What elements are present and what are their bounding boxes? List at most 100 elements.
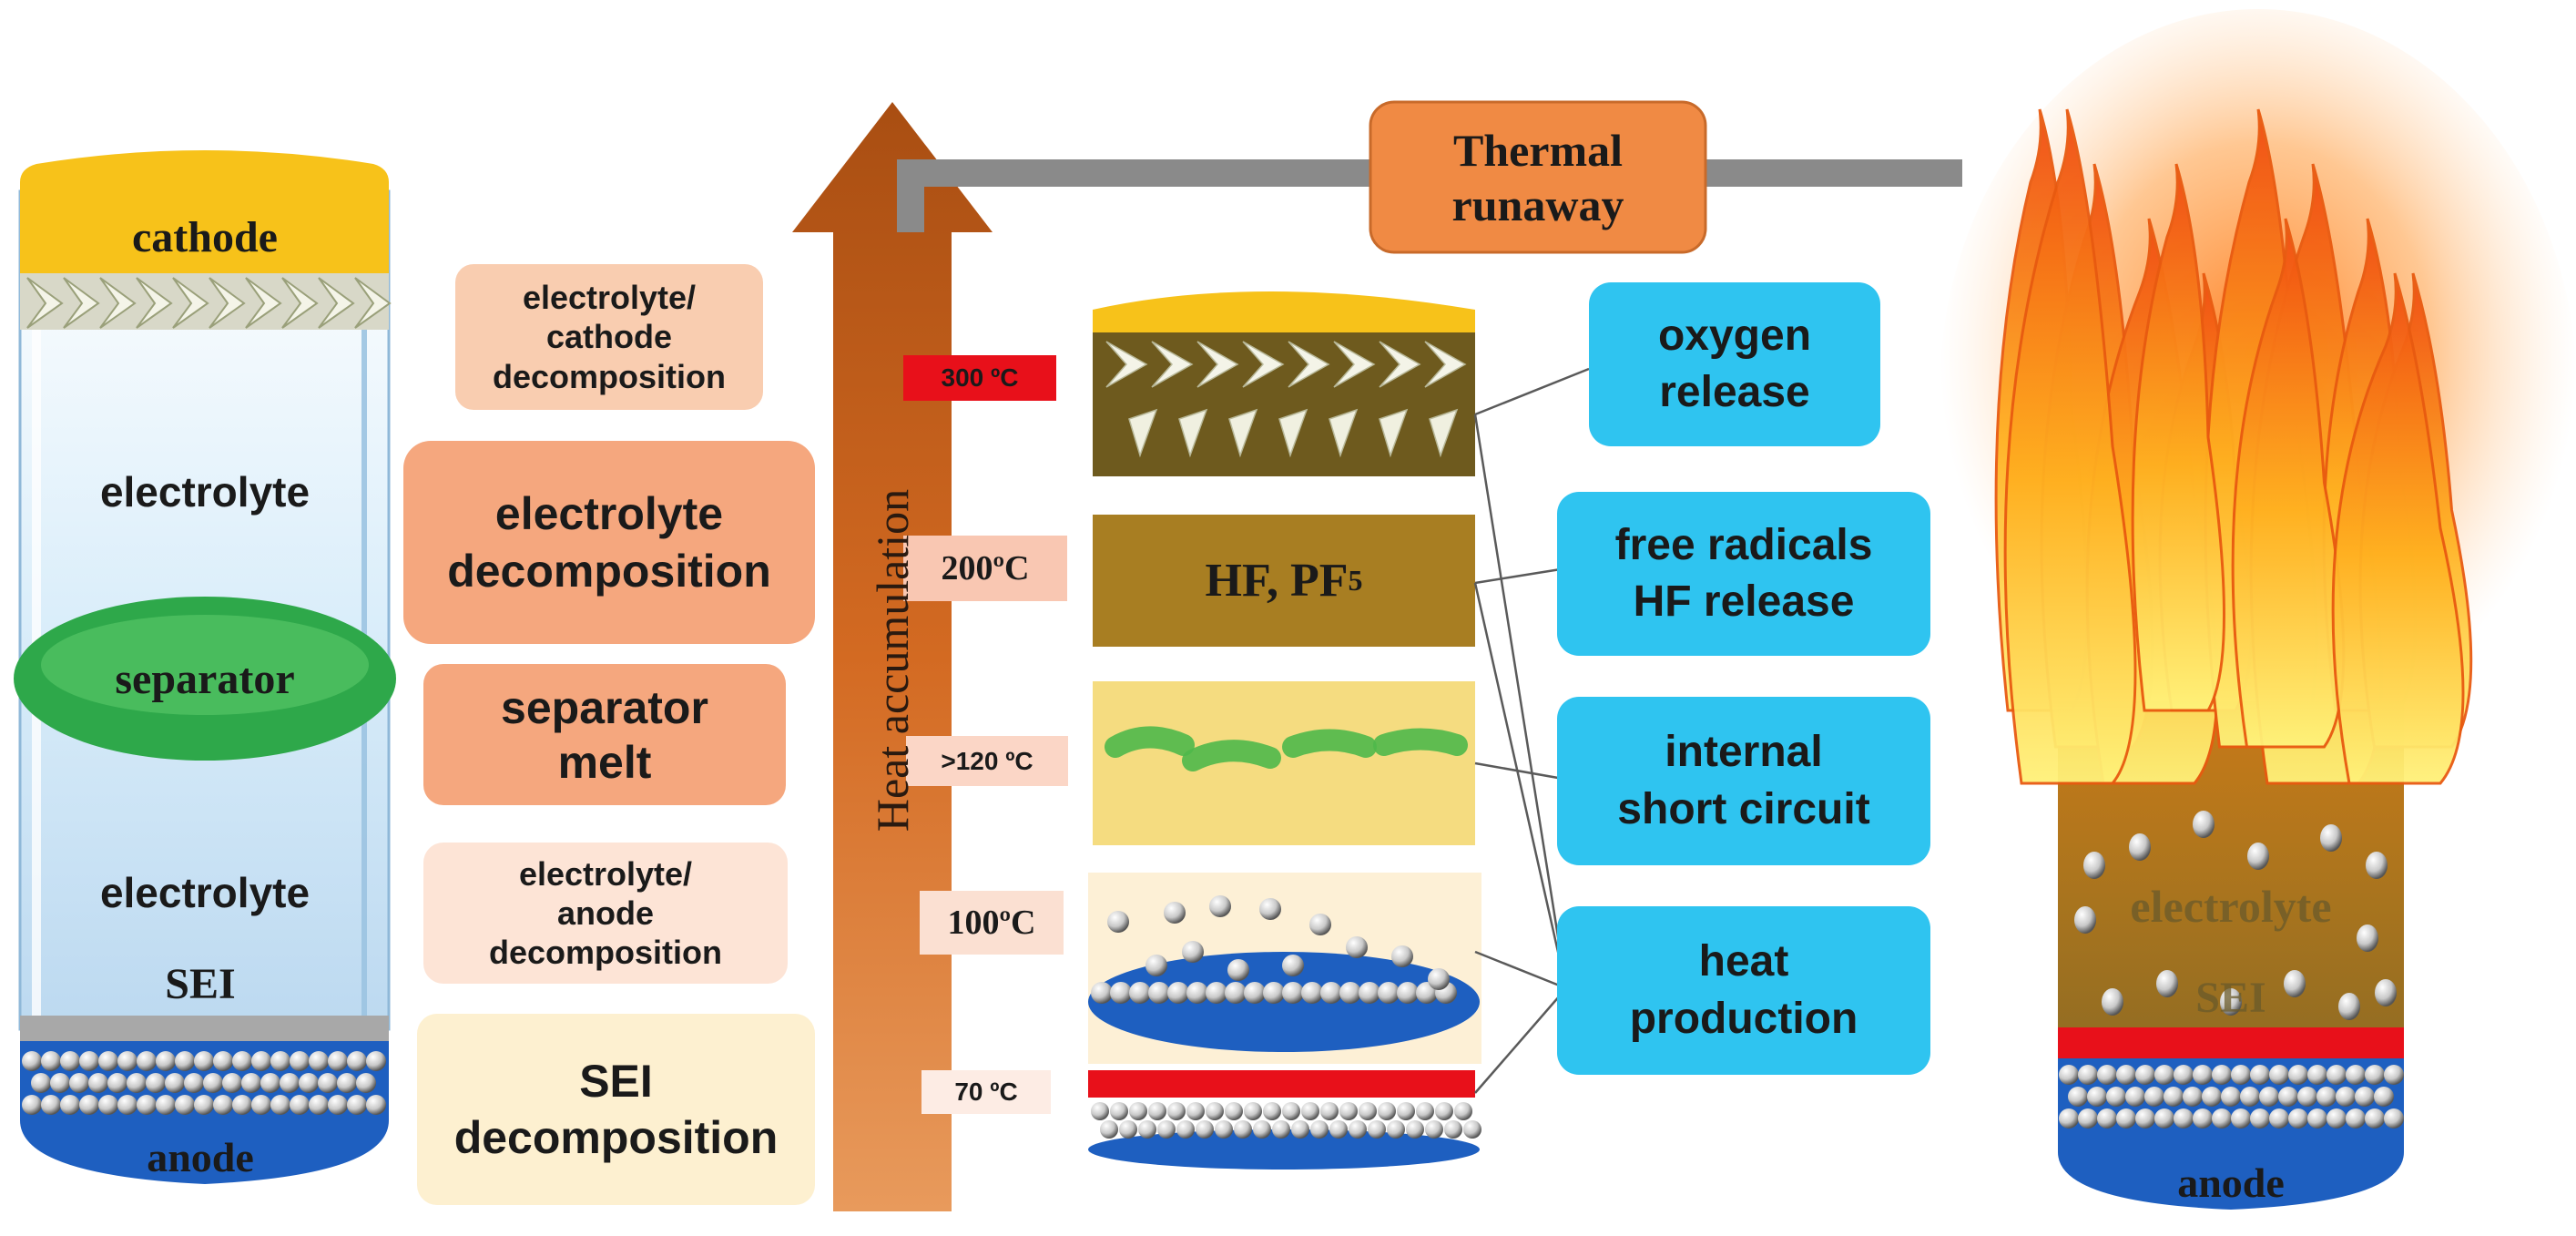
layer-300-crystal (1196, 341, 1239, 388)
layer-100-particle (1110, 982, 1132, 1004)
cathode-crystal (245, 277, 282, 329)
outcome-label-2: free radicals HF release (1614, 520, 1873, 626)
layer-300-fragment (1178, 408, 1208, 458)
layer-300-fragment (1329, 408, 1359, 458)
burning-anode-particle (2164, 1087, 2184, 1107)
layer-70-particle (1253, 1120, 1271, 1139)
sei-label: SEI (165, 959, 236, 1008)
left-cell (14, 150, 396, 1184)
anode-particle (241, 1073, 261, 1093)
layer-100-floating-particle (1182, 941, 1204, 963)
outcome-box-1 (1589, 282, 1880, 446)
burning-bubble (2338, 993, 2360, 1020)
temp-tag-100 (920, 891, 1064, 955)
burning-anode-particle (2307, 1065, 2327, 1085)
burning-anode-particle (2078, 1065, 2098, 1085)
cathode-crystal (172, 277, 209, 329)
layer-300-crystal (1288, 341, 1330, 388)
layer-100-particle (1148, 982, 1170, 1004)
layer-100-floating-particle (1164, 902, 1186, 924)
anode-particle (309, 1095, 329, 1115)
layer-70-particle (1167, 1102, 1186, 1120)
reaction-label-4: electrolyte/ anode decomposition (488, 854, 722, 972)
burning-bubble (2083, 852, 2105, 879)
layer-70-particle (1244, 1102, 1262, 1120)
layer-100-particle (1244, 982, 1266, 1004)
layer-300-body (1093, 332, 1475, 476)
layer-300-crystal (1105, 341, 1148, 388)
anode-particle (222, 1073, 242, 1093)
layer-100-particle (1225, 982, 1247, 1004)
temp-label-70: 70 ºC (954, 1078, 1018, 1106)
temp-label-300: 300 ºC (941, 363, 1019, 392)
burning-bubble (2102, 988, 2123, 1016)
burning-anode-particle (2221, 1087, 2241, 1107)
anode-particle (98, 1095, 118, 1115)
layer-70-particle (1435, 1102, 1453, 1120)
cathode-crystal (99, 277, 137, 329)
outcome-label-1: oxygen release (1657, 311, 1812, 416)
burning-anode-particle (2327, 1108, 2347, 1129)
flame-tongue (2131, 163, 2225, 712)
burning-cell-anode-particles (2059, 1065, 2404, 1129)
layer-70-particle (1263, 1102, 1281, 1120)
reaction-label-2: electrolyte decomposition (447, 488, 771, 597)
burning-anode-particle (2154, 1108, 2174, 1129)
burning-anode-particle (2365, 1108, 2385, 1129)
anode-particle (50, 1073, 70, 1093)
burning-anode-particle (2384, 1065, 2404, 1085)
burning-anode-particle (2193, 1065, 2213, 1085)
layer-100-anode-disc (1088, 952, 1480, 1052)
layer-100-floating-particle (1391, 945, 1413, 967)
reaction-label-1: electrolyte/ cathode decomposition (492, 279, 726, 395)
burning-anode-particle (2231, 1108, 2251, 1129)
burning-bubble (2193, 811, 2215, 838)
layer-100-floating-particle (1145, 955, 1167, 976)
anode-particle (290, 1095, 310, 1115)
thermal-runaway-label: Thermal runaway (1451, 124, 1624, 230)
hf-pf-text: HF, PF (1205, 555, 1349, 607)
burning-anode-particle (2212, 1065, 2232, 1085)
layer-70-particle (1176, 1120, 1195, 1139)
layer-70-particle (1100, 1120, 1118, 1139)
layer-100-particle (1186, 982, 1208, 1004)
temp-label-200: 200ºC (941, 549, 1030, 587)
burning-anode-particle (2355, 1087, 2375, 1107)
burning-anode-particle (2174, 1108, 2194, 1129)
burning-anode-particle (2068, 1087, 2088, 1107)
layer-70-anode-disc (1088, 1129, 1480, 1170)
flame-tongue (2331, 272, 2465, 785)
temp-tag-200 (903, 536, 1067, 601)
cathode-crystal (26, 277, 64, 329)
layer-100-particle (1359, 982, 1380, 1004)
temp-tag-70 (921, 1070, 1051, 1114)
anode-particle (88, 1073, 108, 1093)
burning-anode-particle (2231, 1065, 2251, 1085)
temperature-tags (903, 355, 1068, 1114)
burning-anode-particle (2307, 1108, 2327, 1129)
anode-particle (117, 1095, 137, 1115)
anode-particle (184, 1073, 204, 1093)
temp-label-100: 100ºC (947, 904, 1036, 942)
burning-cell-sei-band (2058, 1027, 2404, 1058)
separator-highlight (41, 615, 369, 715)
anode-particle (251, 1051, 271, 1071)
anode-particle (137, 1051, 157, 1071)
layer-70-particle (1349, 1120, 1367, 1139)
anode-particle (127, 1073, 147, 1093)
layer-100-particle (1129, 982, 1151, 1004)
outcome-box-4 (1557, 906, 1930, 1075)
burning-anode-particle (2078, 1108, 2098, 1129)
outcome-box-3 (1557, 697, 1930, 865)
flames (1994, 108, 2473, 785)
burning-bubble (2357, 924, 2378, 952)
burning-anode-particle (2365, 1065, 2385, 1085)
burning-bubble (2247, 843, 2269, 870)
burning-cell-bubbles (2074, 811, 2397, 1020)
layer-70-particle (1091, 1102, 1109, 1120)
burning-anode-particle (2346, 1108, 2366, 1129)
reaction-box-4 (423, 843, 788, 984)
anode-particle (194, 1095, 214, 1115)
layer-100-floating-particle (1227, 959, 1249, 981)
reaction-box-1 (455, 264, 763, 410)
